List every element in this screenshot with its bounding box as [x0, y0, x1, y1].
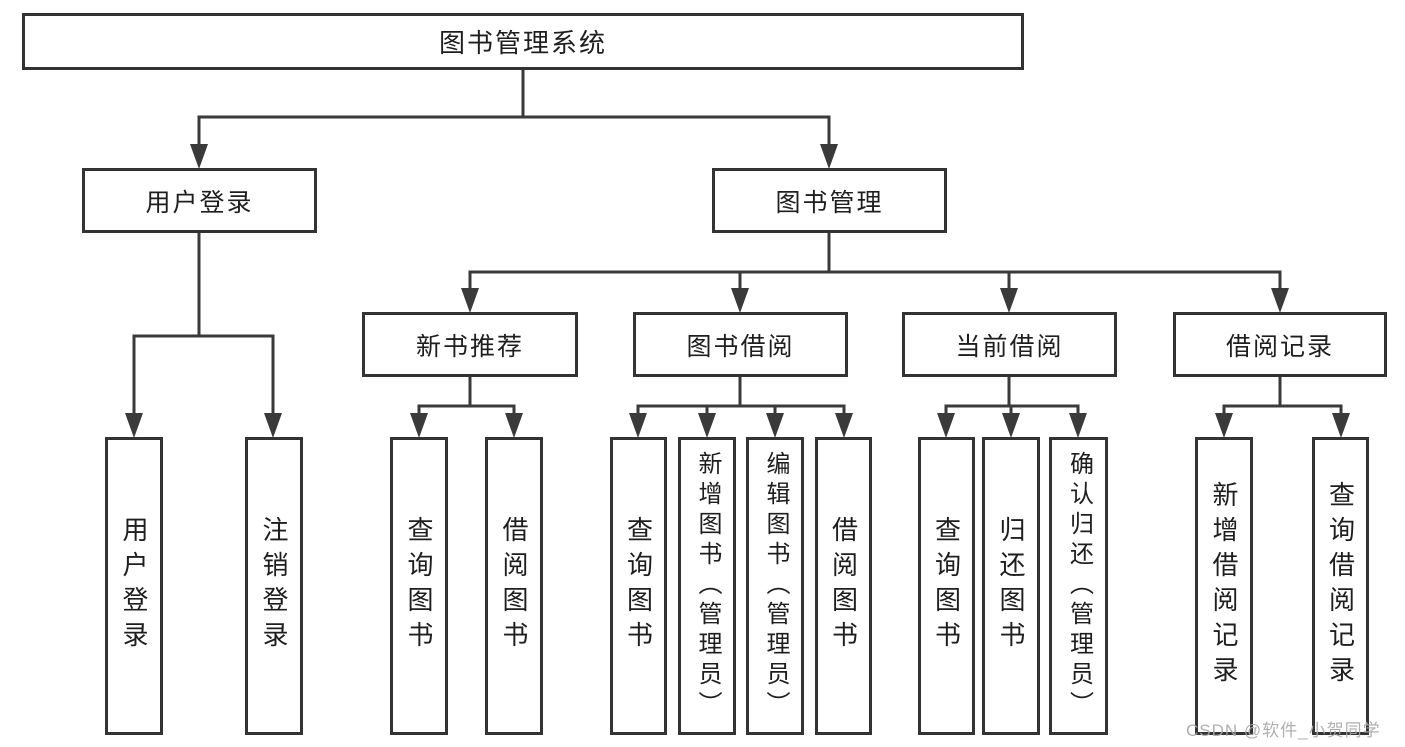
leaf-logout-label: 注销登录: [259, 516, 289, 656]
leaf-query-books-recommend-label: 查询图书: [404, 516, 434, 656]
node-new-book-recommend-label: 新书推荐: [415, 332, 524, 361]
leaf-confirm-return-admin-label: 确认归还（管理员）: [1065, 451, 1093, 721]
leaf-add-borrow-record-label: 新增借阅记录: [1209, 481, 1239, 691]
leaf-borrow-books-borrowing: 借阅图书: [815, 437, 872, 735]
leaf-user-login: 用户登录: [105, 437, 163, 735]
node-book-management: 图书管理: [712, 168, 947, 233]
node-new-book-recommend: 新书推荐: [362, 312, 578, 377]
node-borrow-records: 借阅记录: [1173, 312, 1387, 377]
node-current-borrowing-label: 当前借阅: [955, 332, 1064, 361]
leaf-query-books-borrowing-label: 查询图书: [623, 516, 654, 656]
leaf-add-borrow-record: 新增借阅记录: [1195, 437, 1253, 735]
node-book-management-label: 图书管理: [775, 188, 884, 217]
leaf-query-borrow-record: 查询借阅记录: [1312, 437, 1369, 735]
leaf-edit-book-admin: 编辑图书（管理员）: [746, 437, 804, 735]
node-borrow-records-label: 借阅记录: [1225, 332, 1334, 361]
node-book-borrowing: 图书借阅: [633, 312, 848, 377]
leaf-query-borrow-record-label: 查询借阅记录: [1325, 481, 1356, 691]
node-library-system-label: 图书管理系统: [438, 28, 607, 58]
leaf-borrow-books-borrowing-label: 借阅图书: [828, 516, 859, 656]
leaf-return-book-label: 归还图书: [996, 516, 1026, 656]
leaf-borrow-books-recommend-label: 借阅图书: [499, 516, 529, 656]
leaf-edit-book-admin-label: 编辑图书（管理员）: [762, 451, 789, 721]
leaf-return-book: 归还图书: [982, 437, 1040, 735]
node-library-system: 图书管理系统: [22, 13, 1024, 70]
leaf-query-books-borrowing: 查询图书: [610, 437, 667, 735]
node-book-borrowing-label: 图书借阅: [686, 332, 795, 361]
node-current-borrowing: 当前借阅: [902, 312, 1117, 377]
csdn-watermark: CSDN @软件_小贺同学: [1186, 721, 1381, 740]
leaf-add-book-admin-label: 新增图书（管理员）: [694, 451, 721, 721]
leaf-query-books-current: 查询图书: [918, 437, 975, 735]
leaf-query-books-current-label: 查询图书: [931, 516, 962, 656]
leaf-confirm-return-admin: 确认归还（管理员）: [1049, 437, 1108, 735]
node-user-login-label: 用户登录: [145, 188, 254, 217]
leaf-query-books-recommend: 查询图书: [390, 437, 448, 735]
leaf-logout: 注销登录: [245, 437, 303, 735]
node-user-login: 用户登录: [82, 168, 317, 233]
leaf-user-login-label: 用户登录: [119, 516, 149, 656]
leaf-add-book-admin: 新增图书（管理员）: [678, 437, 736, 735]
leaf-borrow-books-recommend: 借阅图书: [485, 437, 543, 735]
